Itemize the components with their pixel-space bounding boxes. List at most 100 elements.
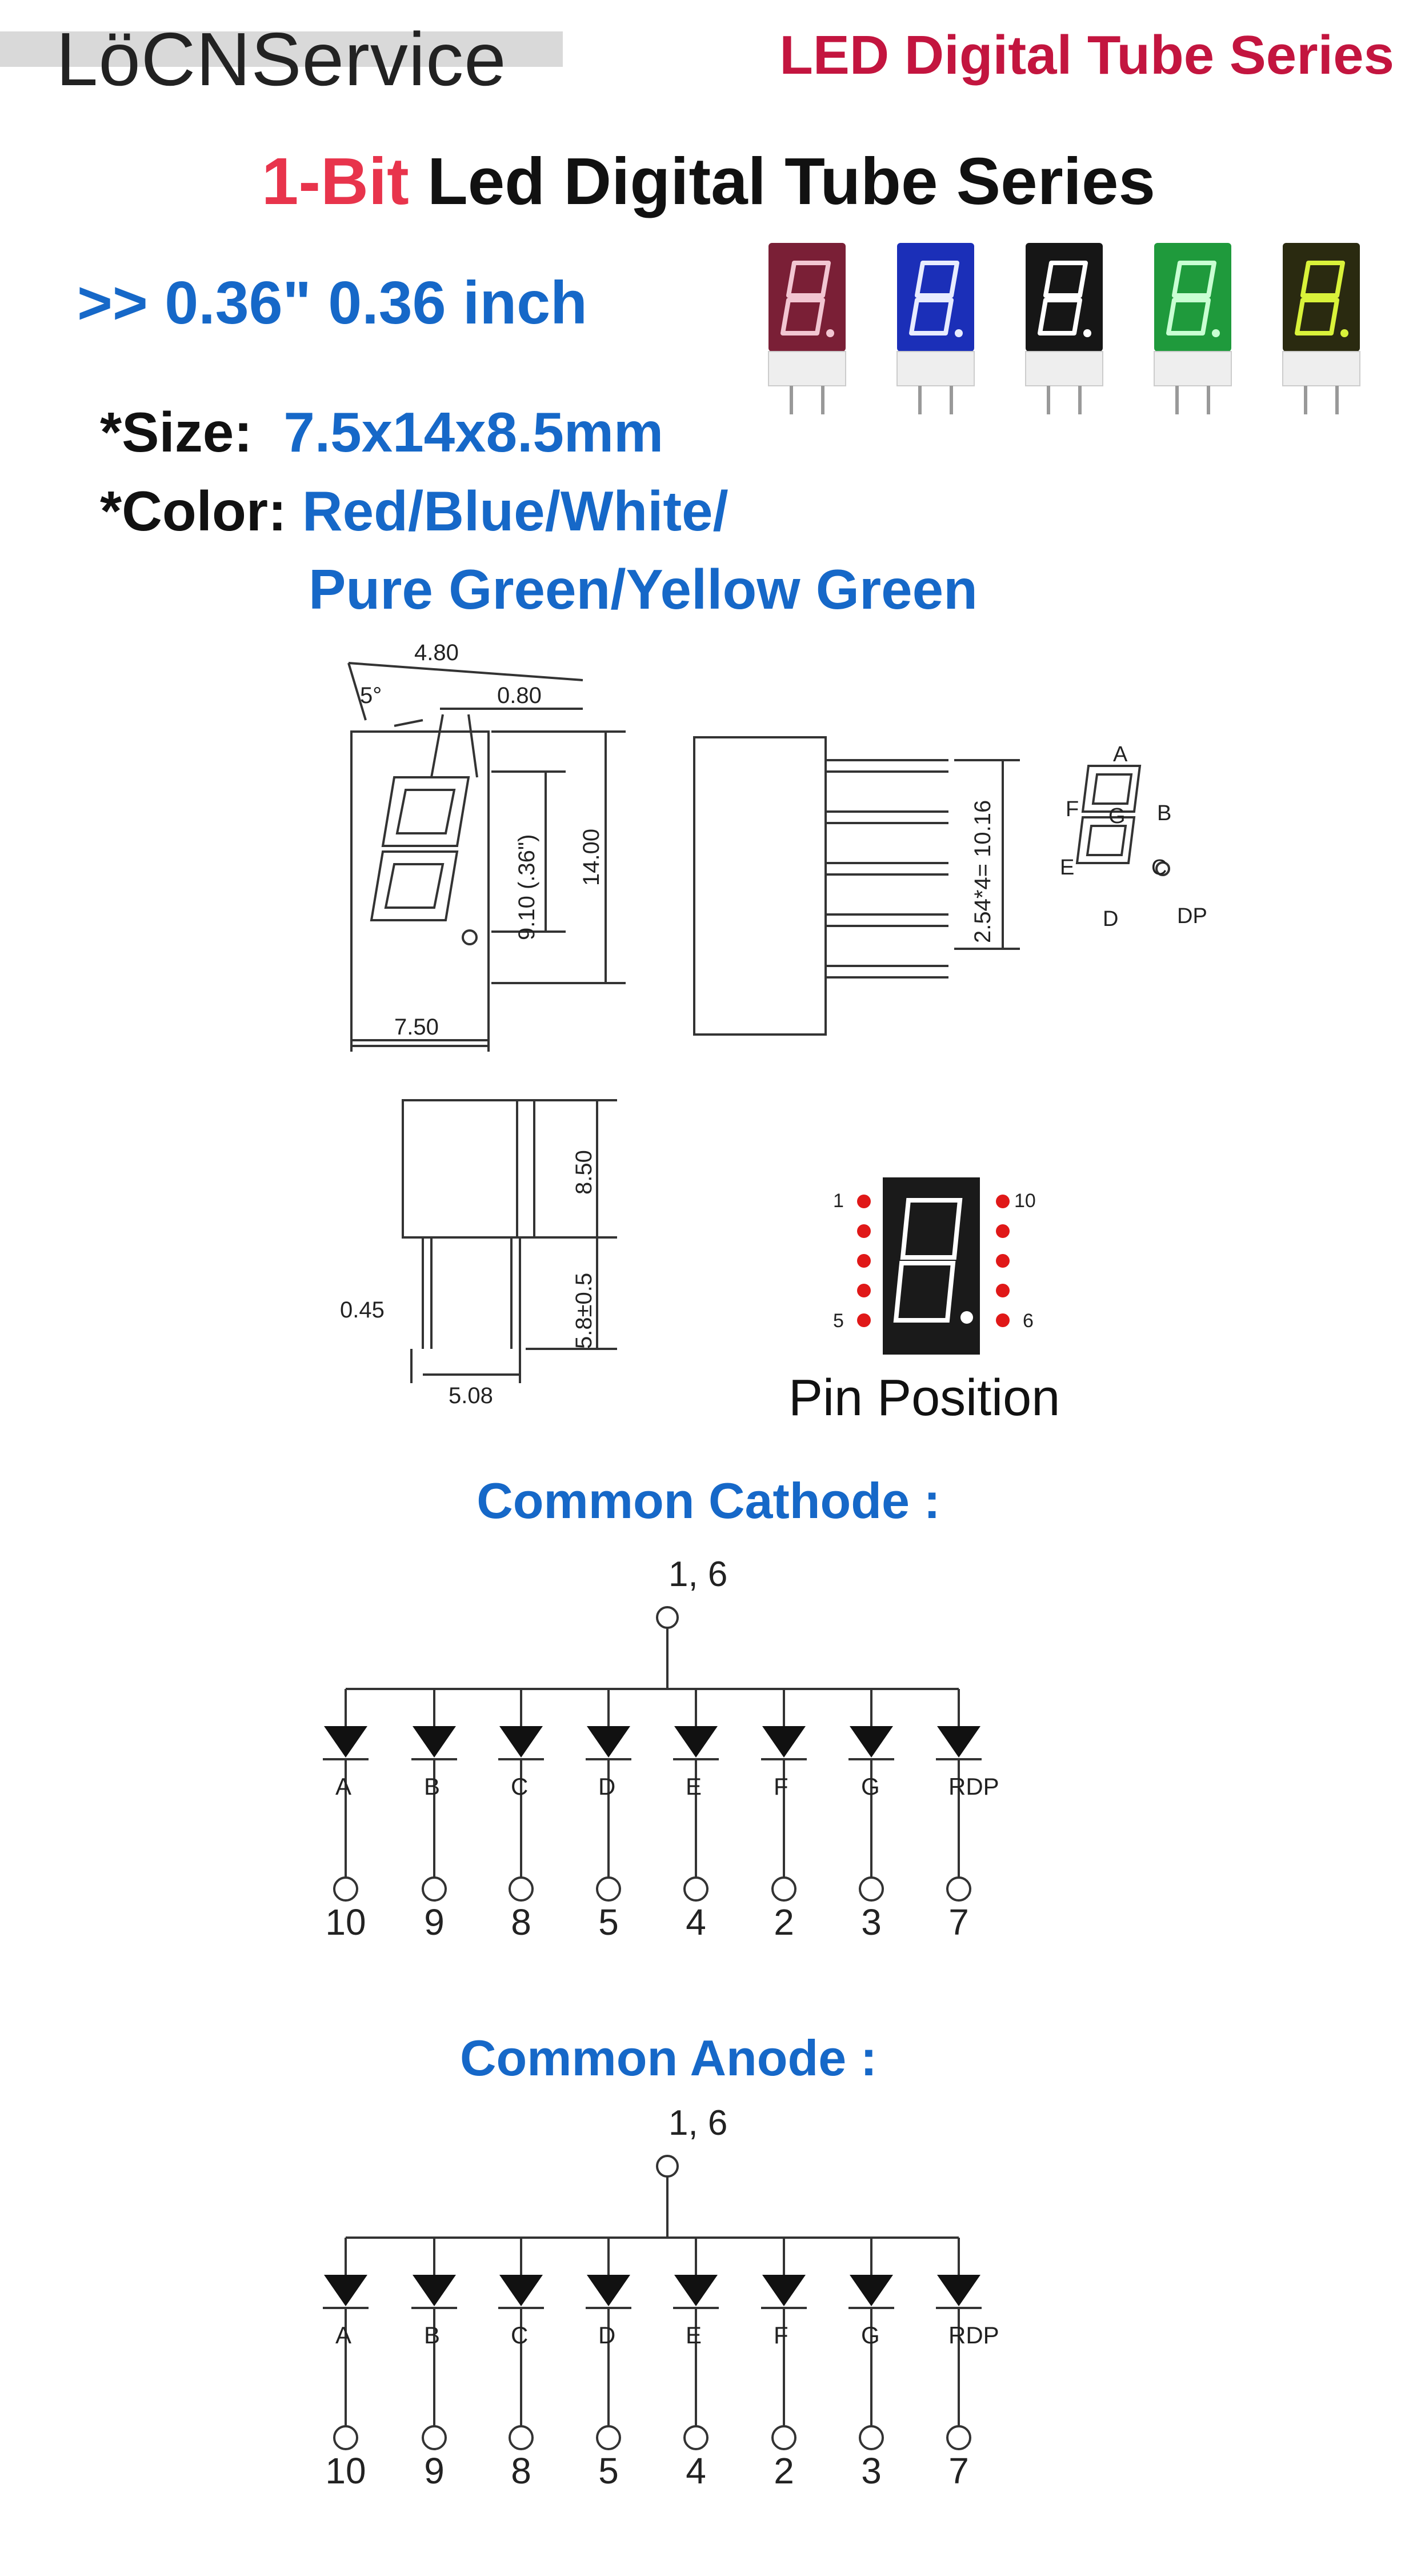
- pin-number: 8: [511, 2450, 531, 2491]
- pin-node: [946, 1876, 971, 1902]
- common-pin-node: [656, 1606, 679, 1629]
- pin-number: 4: [686, 1902, 706, 1943]
- size-inch-line: >> 0.36" 0.36 inch: [77, 269, 587, 337]
- segment-map-dp: [1155, 861, 1170, 876]
- segment-label: F: [774, 1773, 788, 1800]
- pin-module-digit-lower: [893, 1261, 956, 1323]
- seg-label-a: A: [1113, 742, 1128, 766]
- pin-dot-left: [857, 1284, 871, 1297]
- pin-dot-right: [996, 1284, 1010, 1297]
- pin-number: 8: [511, 1902, 531, 1943]
- segment-label: B: [424, 1773, 440, 1800]
- pin-node: [946, 2425, 971, 2450]
- title-rest: Led Digital Tube Series: [409, 144, 1156, 218]
- pin-label-1: 1: [833, 1190, 844, 1212]
- pin-node: [422, 2425, 447, 2450]
- pin-dot-right: [996, 1254, 1010, 1268]
- pin-dot-right: [996, 1313, 1010, 1327]
- diode-branch: A 10: [323, 1689, 369, 1943]
- front-digit-lower: [370, 850, 459, 921]
- dim-850: 8.50: [571, 1150, 597, 1195]
- pin-dot-left: [857, 1195, 871, 1208]
- series-tag: LED Digital Tube Series: [779, 25, 1394, 86]
- seg-label-f: F: [1066, 797, 1079, 821]
- pin-number: 7: [948, 1902, 969, 1943]
- diode-icon: [413, 1726, 456, 1758]
- diode-icon: [937, 1726, 980, 1758]
- front-digit-upper: [381, 776, 470, 847]
- segment-label: D: [598, 1773, 615, 1800]
- tube-blue: [896, 243, 975, 414]
- bottom-view-body: [402, 1099, 535, 1239]
- segment-label: A: [335, 1773, 351, 1800]
- diode-branch: F2: [761, 2238, 807, 2491]
- segment-label: G: [861, 2322, 880, 2349]
- spec-size: *Size: 7.5x14x8.5mm: [100, 400, 663, 465]
- diode-icon: [850, 2275, 893, 2306]
- segment-label: B: [424, 2322, 440, 2349]
- tube-pure-green: [1154, 243, 1232, 414]
- brand-bar: [0, 31, 563, 67]
- diode-icon: [324, 1726, 367, 1758]
- diode-icon: [499, 1726, 543, 1758]
- pin-node: [771, 2425, 796, 2450]
- side-view-body: [693, 736, 827, 1036]
- pin-label-10: 10: [1014, 1190, 1036, 1212]
- pin-label-5: 5: [833, 1310, 844, 1332]
- pin-module-digit-upper: [900, 1198, 963, 1260]
- common-pins-label: 1, 6: [669, 2109, 727, 2143]
- common-cathode-title: Common Cathode :: [477, 1472, 940, 1529]
- dimension-drawing: 4.80 5° 0.80 7.50 0.45 5.08 9.10 (.36") …: [340, 640, 1207, 1408]
- diode-icon: [587, 1726, 630, 1758]
- dim-750: 7.50: [394, 1015, 439, 1040]
- pin-node: [596, 1876, 621, 1902]
- diode-branch: D5: [586, 1689, 631, 1943]
- dim-1400: 14.00: [579, 829, 604, 886]
- common-pins-label: 1, 6: [669, 1560, 727, 1594]
- segment-label: G: [861, 1773, 880, 1800]
- diode-icon: [762, 1726, 806, 1758]
- diode-icon: [762, 2275, 806, 2306]
- pin-dot-right: [996, 1195, 1010, 1208]
- diode-branch: G3: [848, 2238, 894, 2491]
- title-accent: 1-Bit: [261, 144, 409, 218]
- pin-node: [509, 1876, 534, 1902]
- diode-icon: [674, 2275, 718, 2306]
- segment-label: E: [686, 1773, 702, 1800]
- pin-number: 5: [598, 2450, 619, 2491]
- pin-module-dp: [960, 1311, 973, 1324]
- pin-module-body: [883, 1177, 980, 1355]
- spec-color-2: Pure Green/Yellow Green: [309, 557, 978, 622]
- diode-branch: E4: [673, 1689, 719, 1943]
- front-digit-upper-inner: [395, 789, 456, 834]
- pin-dot-left: [857, 1313, 871, 1327]
- pin-number: 9: [424, 2450, 445, 2491]
- pin-number: 10: [325, 1902, 366, 1943]
- pin-number: 4: [686, 2450, 706, 2491]
- seg-label-g: G: [1108, 804, 1126, 828]
- diode-icon: [499, 2275, 543, 2306]
- front-dp-dot: [462, 929, 478, 945]
- segment-label: C: [511, 1773, 528, 1800]
- dim-58: 5.8±0.5: [571, 1273, 597, 1349]
- diode-branch: D5: [586, 2238, 631, 2491]
- pin-dot-left: [857, 1254, 871, 1268]
- pin-number: 2: [774, 2450, 794, 2491]
- dim-480: 4.80: [414, 640, 459, 665]
- pin-number: 3: [861, 1902, 882, 1943]
- pin-node: [333, 1876, 358, 1902]
- diode-icon: [587, 2275, 630, 2306]
- front-view-body: [350, 730, 490, 1041]
- diode-branch: E4: [673, 2238, 719, 2491]
- pin-node: [771, 1876, 796, 1902]
- segment-label: RDP: [948, 1773, 999, 1800]
- dim-080: 0.80: [497, 683, 542, 708]
- main-title: 1-Bit Led Digital Tube Series: [0, 143, 1417, 219]
- seg-label-e: E: [1060, 856, 1074, 880]
- pin-number: 3: [861, 2450, 882, 2491]
- spec-color: *Color: Red/Blue/White/: [100, 479, 728, 544]
- diode-icon: [937, 2275, 980, 2306]
